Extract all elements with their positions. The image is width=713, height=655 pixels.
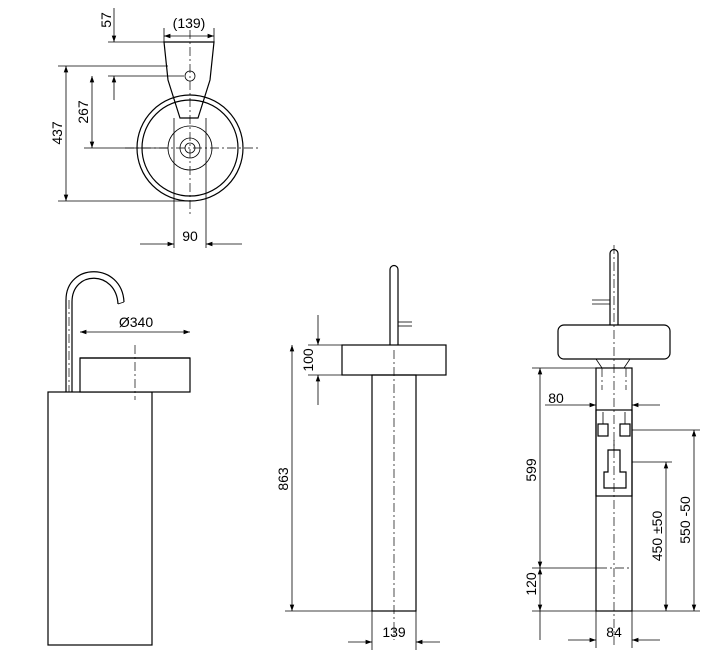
perspective-view: Ø340 [47,271,191,646]
rear-view: 80 599 120 450 ±50 550 -50 84 [523,245,700,648]
pedestal-column [47,391,153,646]
dim-80-label: 80 [548,390,564,406]
side-view: 100 863 139 [275,264,447,650]
dim-437-label: 437 [49,121,65,145]
dim-863-label: 863 [275,467,291,491]
plumbing-box [595,409,633,497]
dim-450-label: 450 ±50 [649,511,665,562]
dim-84-label: 84 [606,624,622,640]
spout-arc [65,271,125,392]
dim-diameter-label: Ø340 [119,314,153,330]
dim-120-label: 120 [523,572,539,596]
tap-deck-outline [163,41,215,119]
dim-599-label: 599 [523,458,539,482]
dim-267-label: 267 [75,100,91,124]
siphon-trap [603,449,627,489]
dim-139-paren-label: (139) [173,15,206,31]
valve-right [619,423,631,437]
dim-57-label: 57 [98,12,114,28]
valve-left [597,423,609,437]
dim-550-label: 550 -50 [677,496,693,544]
rear-basin [557,324,671,360]
dim-100-label: 100 [300,348,316,372]
dim-139-label: 139 [382,624,406,640]
dim-90-label: 90 [182,228,198,244]
top-view: 57 267 437 (139) 90 [49,8,258,248]
side-tap [389,264,399,345]
